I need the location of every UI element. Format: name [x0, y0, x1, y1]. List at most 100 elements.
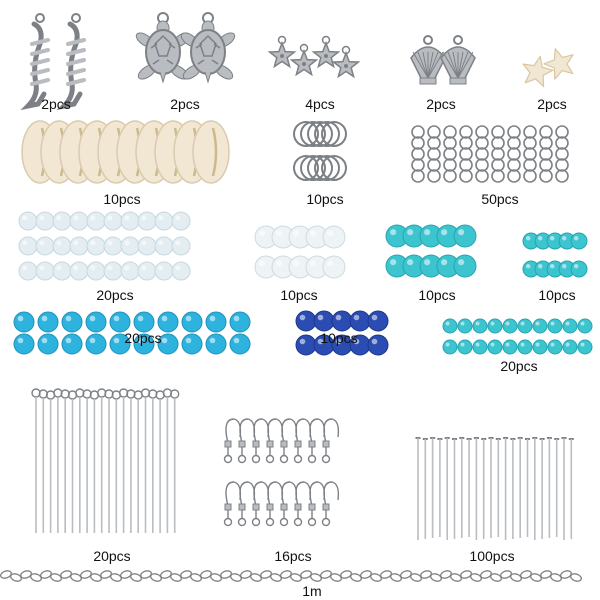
aqua-round-bead [472, 339, 488, 355]
small-jump-ring [427, 169, 441, 183]
small-jump-ring [411, 169, 425, 183]
chain-link [540, 570, 552, 579]
chain-link [520, 570, 532, 579]
blue-crackle-bead [205, 333, 227, 355]
chain-link [340, 570, 352, 579]
small-jump-ring [555, 136, 569, 150]
blue-crackle-bead [133, 311, 155, 333]
small-jump-ring [475, 136, 489, 150]
small-jump-ring [539, 136, 553, 150]
chain-link [510, 573, 522, 582]
head-pin [517, 437, 523, 538]
head-pin [568, 438, 574, 539]
small-jump-ring [459, 147, 473, 161]
chain-link [390, 573, 402, 582]
head-pin [481, 438, 487, 539]
head-pin [525, 438, 530, 537]
earring-hook [321, 418, 340, 464]
chain-link [450, 573, 462, 582]
aqua-round-bead [457, 339, 473, 355]
chain-link [530, 573, 542, 582]
aqua-crackle-bead-small [570, 260, 588, 278]
small-jump-ring [555, 125, 569, 139]
blue-crackle-bead [85, 311, 107, 333]
chain-link [120, 570, 132, 579]
large-jump-ring [321, 121, 347, 147]
small-jump-ring [491, 125, 505, 139]
small-jump-ring [523, 158, 537, 172]
small-jump-ring [523, 125, 537, 139]
head-pin [452, 438, 457, 539]
clear-crackle-bead [154, 211, 174, 231]
chain-link [280, 570, 292, 579]
head-pin [546, 437, 552, 538]
aqua-crackle-bead-large [419, 254, 443, 278]
chain-link [40, 570, 52, 579]
blue-crackle-bead [109, 311, 131, 333]
blue-crackle-bead [205, 311, 227, 333]
frosted-bead-qty-label: 10pcs [280, 287, 318, 303]
blue-crackle-bead [157, 333, 179, 355]
chain-link [10, 573, 22, 582]
chain-link [410, 573, 422, 582]
head-pin [539, 438, 545, 539]
blue-crackle-bead [133, 333, 155, 355]
chain-link [170, 573, 182, 582]
clear-crackle-bead [69, 261, 89, 281]
aqua-crackle-bead-large [453, 254, 477, 278]
chain-link [150, 573, 162, 582]
head-pin [444, 437, 450, 540]
chain-link [20, 570, 32, 579]
blue-crackle-bead [85, 333, 107, 355]
eye-pin-qty-label: 20pcs [93, 548, 131, 564]
chain-link [80, 570, 92, 579]
chain-link [550, 573, 562, 582]
chain-link [480, 570, 492, 579]
head-pin [422, 438, 428, 539]
small-jump-ring [507, 147, 521, 161]
aqua-round-bead [472, 318, 488, 334]
chain-link [210, 573, 222, 582]
clear-crackle-bead [171, 261, 191, 281]
blue-crackle-bead [157, 311, 179, 333]
frosted-glass-bead [305, 225, 329, 249]
chain-link [200, 570, 212, 579]
aqua-crackle-bead-small [546, 232, 564, 250]
aqua-round-bead [502, 339, 518, 355]
head-pin [554, 438, 560, 537]
starfish-qty-label: 4pcs [305, 96, 335, 112]
chain-link [60, 570, 72, 579]
chain-link [430, 573, 442, 582]
small-jump-ring [443, 169, 457, 183]
small-jump-ring [539, 158, 553, 172]
chain-link [300, 570, 312, 579]
small-jump-ring [523, 169, 537, 183]
small-jump-ring [491, 136, 505, 150]
cobalt-glass-bead [331, 310, 353, 332]
head-pin [503, 437, 509, 540]
aqua-round-bead [547, 339, 563, 355]
small-jump-ring [491, 147, 505, 161]
small-jump-ring [475, 147, 489, 161]
chain-link [270, 573, 282, 582]
blue-crackle-bead [13, 311, 35, 333]
chain-link [30, 573, 42, 582]
small-jump-ring [539, 147, 553, 161]
cobalt-glass-bead [367, 334, 389, 356]
head-pin [561, 437, 567, 540]
fishbone-qty-label: 2pcs [41, 96, 71, 112]
small-jump-ring [475, 158, 489, 172]
chain-link [70, 573, 82, 582]
clear-crackle-bead [137, 236, 157, 256]
clear-crackle-bead [86, 236, 106, 256]
head-pin [488, 437, 494, 538]
starfish-charm [331, 45, 361, 79]
aqua-crackle-bead-small [570, 232, 588, 250]
